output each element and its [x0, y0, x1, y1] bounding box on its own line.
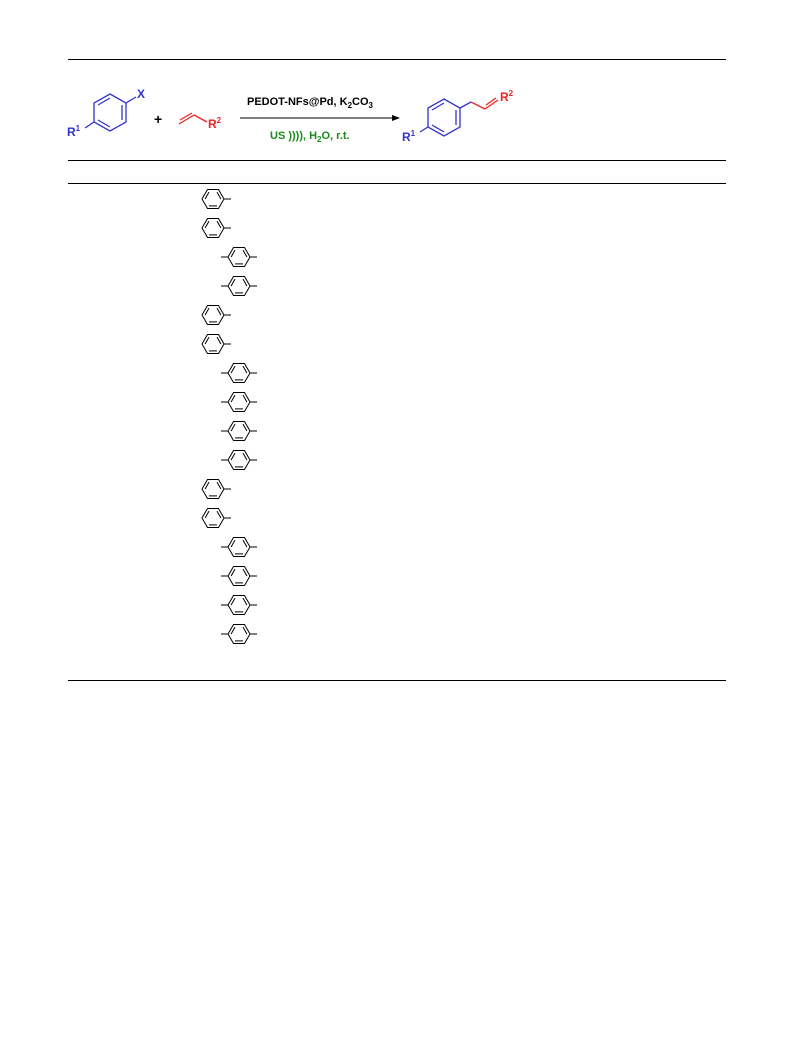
top-rule — [68, 59, 726, 60]
reaction-scheme: X R1 + R2 PEDOT-NFs@Pd, K2CO3 US )))), H… — [67, 87, 514, 144]
para-phenylene-ring-icon — [221, 421, 257, 441]
table-row — [190, 360, 290, 386]
product-alkene — [470, 97, 499, 110]
para-phenylene-ring-icon — [221, 537, 257, 557]
conditions-top: PEDOT-NFs@Pd, K2CO3 — [247, 96, 374, 110]
phenyl-ring-icon — [201, 479, 231, 499]
header-rule-lower — [68, 183, 726, 184]
alkene-fragment — [178, 112, 208, 125]
para-phenylene-ring-icon — [221, 624, 257, 644]
table-row — [190, 331, 290, 357]
phenyl-ring-icon — [201, 305, 231, 325]
product-ring — [419, 98, 472, 137]
table-row — [190, 302, 290, 328]
table-row — [190, 534, 290, 560]
table-row — [190, 447, 290, 473]
table-row — [190, 621, 290, 647]
table-row — [190, 592, 290, 618]
para-phenylene-ring-icon — [221, 276, 257, 296]
table-row — [190, 563, 290, 589]
table-row — [190, 418, 290, 444]
phenyl-ring-icon — [201, 334, 231, 354]
header-rule-upper — [68, 160, 726, 161]
para-phenylene-ring-icon — [221, 450, 257, 470]
r2-label: R2 — [208, 116, 222, 131]
table-row — [190, 389, 290, 415]
arrow-head — [392, 115, 400, 121]
table-row — [190, 215, 290, 241]
table-row — [190, 476, 290, 502]
leaving-group-x: X — [137, 87, 145, 101]
para-phenylene-ring-icon — [221, 566, 257, 586]
para-phenylene-ring-icon — [221, 595, 257, 615]
bottom-rule — [68, 680, 726, 681]
aryl-halide-ring — [84, 93, 137, 132]
phenyl-ring-icon — [201, 508, 231, 528]
plus-sign: + — [154, 111, 162, 127]
para-phenylene-ring-icon — [221, 363, 257, 383]
para-phenylene-ring-icon — [221, 392, 257, 412]
product-r1-label: R1 — [402, 129, 416, 144]
table-row — [190, 505, 290, 531]
structure-column — [190, 186, 290, 676]
table-row — [190, 186, 290, 212]
table-row — [190, 273, 290, 299]
conditions-bottom: US )))), H2O, r.t. — [270, 130, 350, 144]
r1-label: R1 — [67, 124, 81, 139]
para-phenylene-ring-icon — [221, 247, 257, 267]
phenyl-ring-icon — [201, 189, 231, 209]
table-row — [190, 244, 290, 270]
phenyl-ring-icon — [201, 218, 231, 238]
product-r2-label: R2 — [500, 89, 514, 104]
